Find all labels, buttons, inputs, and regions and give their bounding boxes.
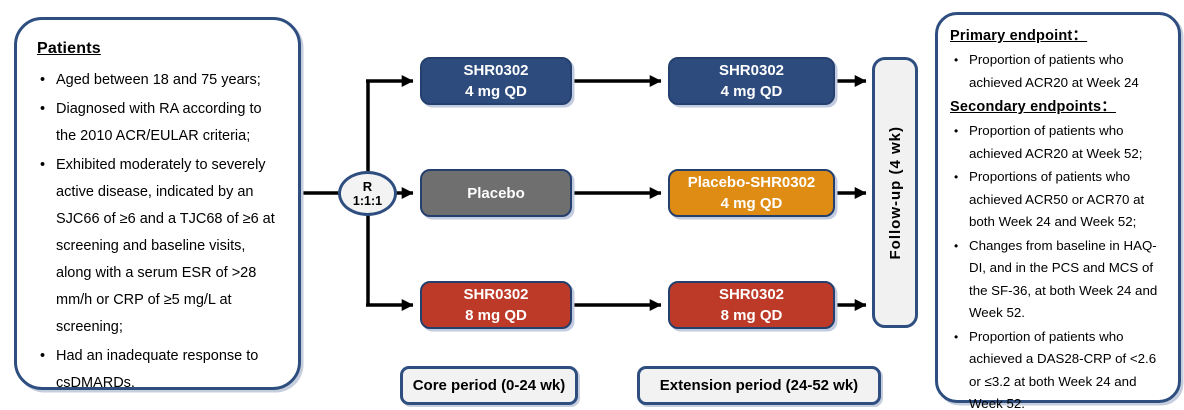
secondary-endpoint-item: Proportion of patients who achieved a DA…: [950, 326, 1168, 410]
bullet-text: Proportions of patients who achieved ACR…: [969, 169, 1145, 229]
patients-bullet-item: Diagnosed with RA according to the 2010 …: [35, 96, 284, 150]
bullet-text: Diagnosed with RA according to the 2010 …: [56, 101, 262, 144]
followup-label: Follow-up (4 wk): [886, 125, 904, 260]
bullet-text: Aged between 18 and 75 years;: [56, 72, 261, 88]
bullet-text: Changes from baseline in HAQ-DI, and in …: [969, 237, 1158, 321]
patients-bullet-item: Exhibited moderately to severely active …: [35, 152, 284, 341]
arm-label-line2: 4 mg QD: [720, 83, 783, 100]
bullet-text: Exhibited moderately to severely active …: [56, 157, 275, 335]
patients-bullet-list: Aged between 18 and 75 years; Diagnosed …: [35, 67, 284, 397]
arm-box-core-shr0302-8mg: SHR0302 8 mg QD: [420, 281, 572, 329]
patients-bullet-item: Had an inadequate response to csDMARDs.: [35, 343, 284, 397]
arm-box-core-placebo: Placebo: [420, 169, 572, 217]
arm-box-ext-placebo-shr0302: Placebo-SHR0302 4 mg QD: [668, 169, 835, 217]
patients-bullet-item: Aged between 18 and 75 years;: [35, 67, 284, 94]
arm-label-line1: SHR0302: [463, 62, 529, 79]
randomization-ratio: 1:1:1: [352, 193, 383, 208]
patients-panel: Patients Aged between 18 and 75 years; D…: [14, 17, 301, 391]
arm-label-line1: SHR0302: [718, 286, 785, 303]
arm-label-line2: 8 mg QD: [720, 307, 783, 324]
arm-label-line1: SHR0302: [718, 62, 785, 79]
bullet-text: Proportion of patients who achieved a DA…: [969, 328, 1157, 410]
randomization-label: R: [362, 178, 373, 194]
arm-label-line1: SHR0302: [463, 286, 529, 303]
secondary-endpoints-heading: Secondary endpoints：: [950, 99, 1116, 115]
arm-label-line2: 8 mg QD: [465, 307, 527, 324]
primary-endpoint-list: Proportion of patients who achieved ACR2…: [950, 49, 1168, 94]
arm-label-line1: Placebo-SHR0302: [687, 174, 816, 191]
primary-endpoint-item: Proportion of patients who achieved ACR2…: [950, 49, 1168, 94]
bullet-text: Proportion of patients who achieved ACR2…: [969, 52, 1139, 90]
endpoints-panel: Primary endpoint： Proportion of patients…: [935, 12, 1181, 410]
arm-label-line2: 4 mg QD: [720, 195, 783, 212]
secondary-endpoint-item: Changes from baseline in HAQ-DI, and in …: [950, 235, 1168, 325]
arm-label-line1: Placebo: [467, 184, 525, 202]
arm-label-line2: 4 mg QD: [465, 83, 527, 100]
bullet-text: Proportion of patients who achieved ACR2…: [969, 123, 1143, 161]
arm-box-ext-shr0302-8mg: SHR0302 8 mg QD: [668, 281, 835, 329]
secondary-endpoint-item: Proportion of patients who achieved ACR2…: [950, 120, 1168, 165]
followup-bar: Follow-up (4 wk): [872, 57, 918, 328]
bullet-text: Had an inadequate response to csDMARDs.: [56, 348, 259, 391]
arm-box-core-shr0302-4mg: SHR0302 4 mg QD: [420, 57, 572, 105]
secondary-endpoint-item: Proportions of patients who achieved ACR…: [950, 166, 1168, 234]
core-period-label: Core period (0-24 wk): [400, 366, 578, 405]
primary-endpoint-heading: Primary endpoint：: [950, 28, 1088, 44]
secondary-endpoints-list: Proportion of patients who achieved ACR2…: [950, 120, 1168, 410]
extension-period-label: Extension period (24-52 wk): [637, 366, 881, 405]
arm-box-ext-shr0302-4mg: SHR0302 4 mg QD: [668, 57, 835, 105]
randomization-node: R 1:1:1: [338, 171, 397, 216]
patients-title: Patients: [37, 40, 101, 57]
